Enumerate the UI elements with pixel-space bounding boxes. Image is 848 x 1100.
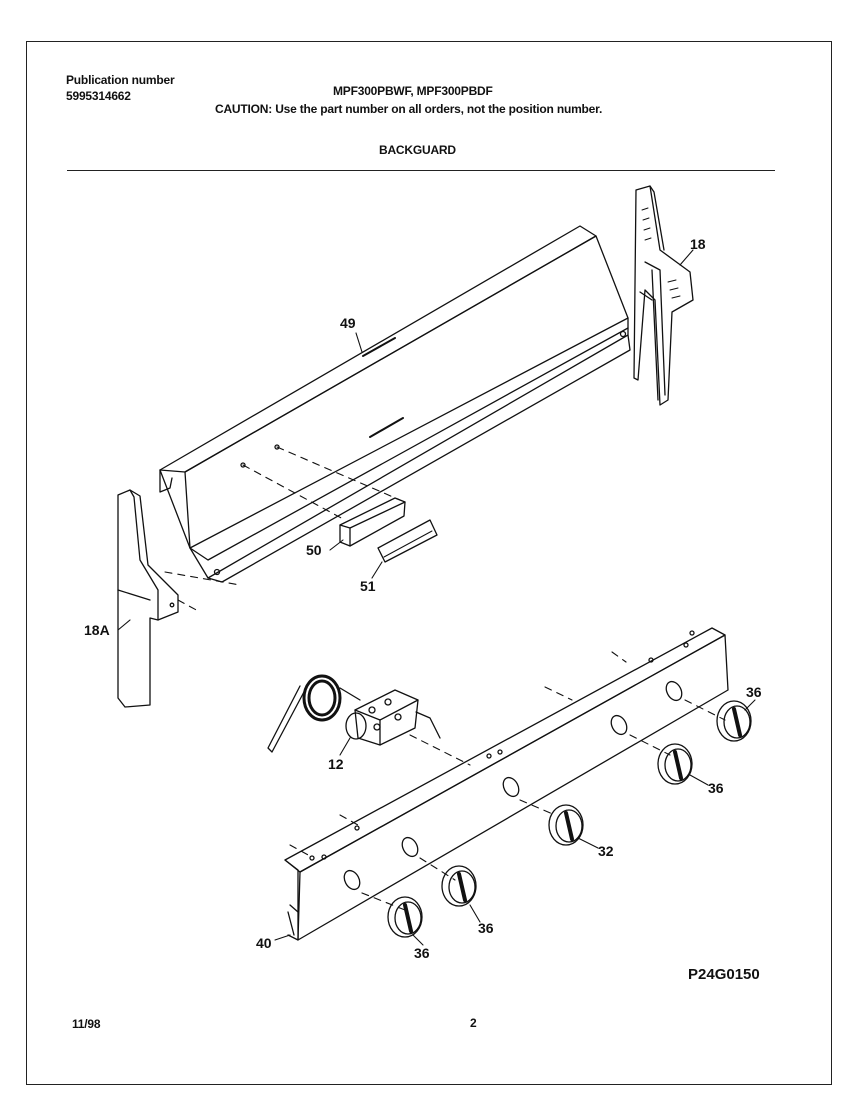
page-number: 2 [470,1016,477,1030]
knob [441,865,477,907]
screw-hole [274,444,280,450]
backguard-panel [159,225,631,583]
knob [657,743,693,785]
publication-number: 5995314662 [66,89,131,103]
callout-49: 49 [340,315,356,331]
caution-note: CAUTION: Use the part number on all orde… [215,102,603,116]
callout-51: 51 [360,578,376,594]
manifold-panel [284,627,729,941]
callout-18a: 18A [84,622,110,638]
callout-36-top: 36 [746,684,762,700]
section-title: BACKGUARD [379,143,456,157]
callout-36-right: 36 [708,780,724,796]
knob [387,896,423,938]
header-rule [67,170,775,171]
thermostat-valve [267,674,441,753]
screw-hole [240,462,246,468]
right-end-cap [633,185,694,406]
callout-36-middle: 36 [478,920,494,936]
figure-code: P24G0150 [688,966,760,983]
callout-18: 18 [690,236,706,252]
knob [548,804,584,846]
page-border [26,41,832,1085]
knob [716,700,752,742]
left-end-cap [117,489,179,708]
callout-40: 40 [256,935,272,951]
upper-leader-lines [164,446,401,613]
callout-leaders [117,249,756,946]
callout-32: 32 [598,843,614,859]
model-numbers: MPF300PBWF, MPF300PBDF [333,84,493,98]
callout-36-bottom: 36 [414,945,430,961]
callout-12: 12 [328,756,344,772]
callout-50: 50 [306,542,322,558]
revision-date: 11/98 [72,1017,101,1031]
publication-label: Publication number [66,73,175,87]
lower-leader-lines [289,651,726,911]
nameplate-insert [377,519,438,563]
